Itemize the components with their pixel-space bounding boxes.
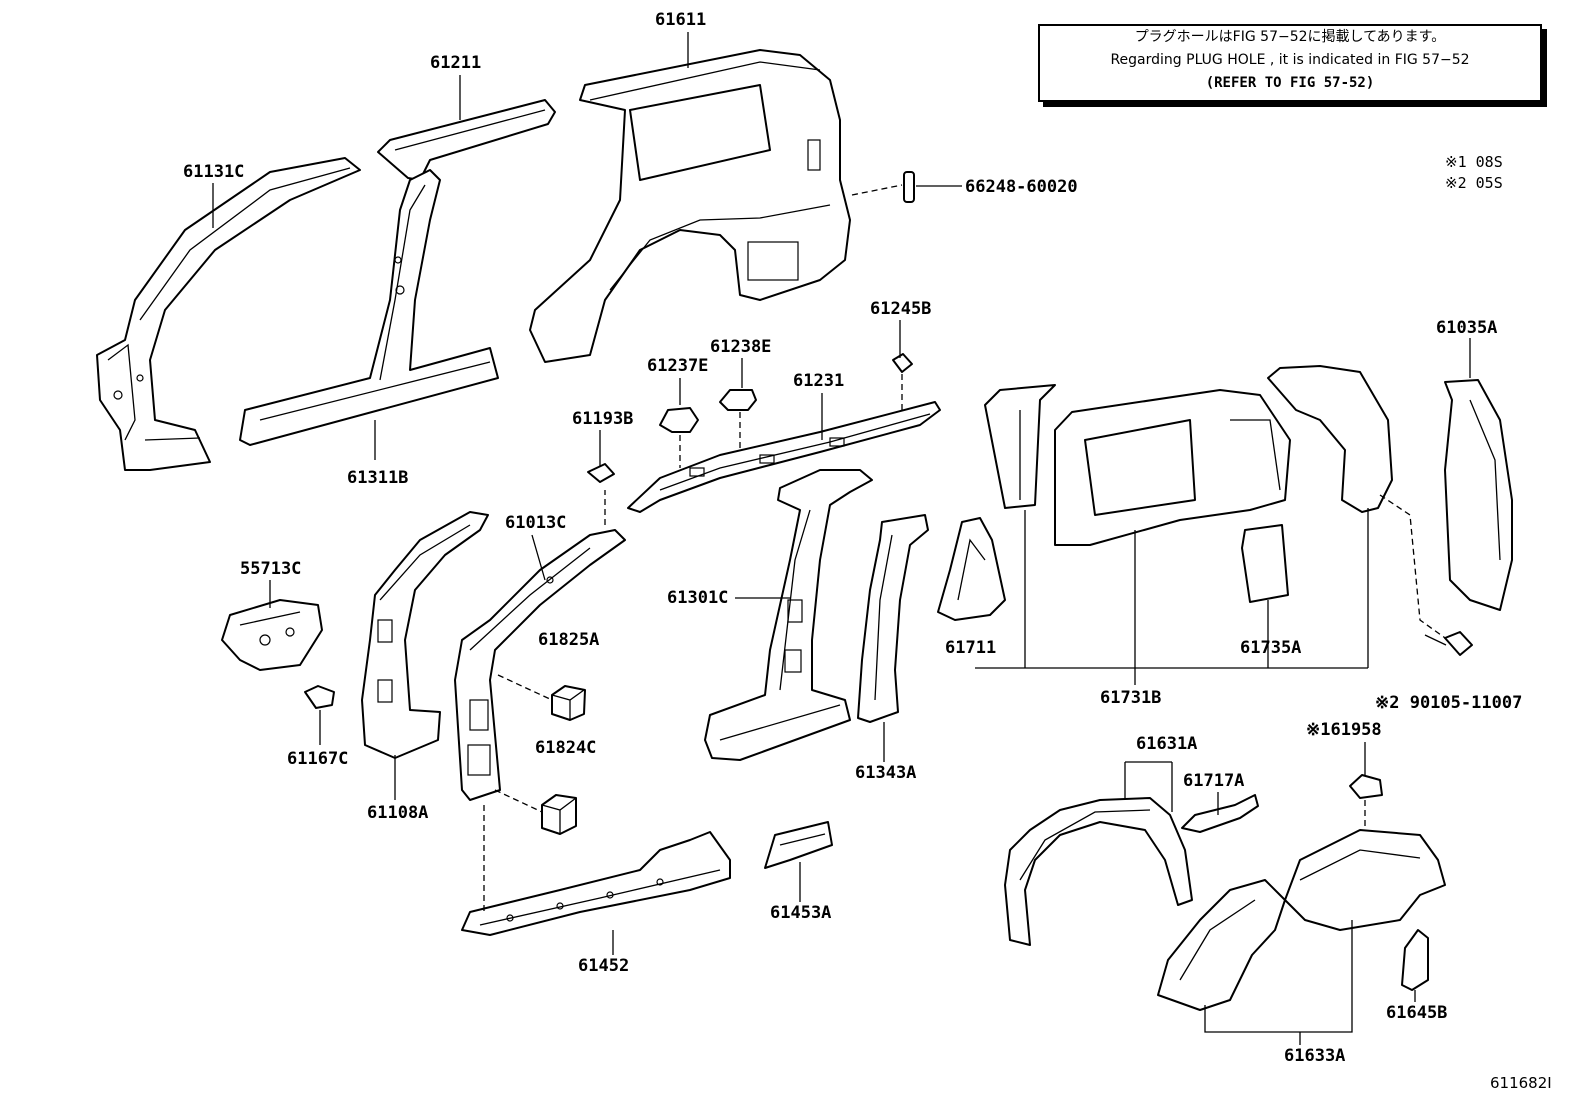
part-61108a-drawing [361, 511, 489, 759]
part-label-61611[interactable]: 61611 [655, 10, 707, 30]
part-61167c-drawing [304, 685, 335, 709]
part-61311b-drawing [239, 169, 499, 446]
part-61211-drawing [377, 99, 556, 181]
part-61825a-drawing [497, 674, 586, 721]
part-label-61237e[interactable]: 61237E [647, 356, 709, 376]
part-label-66248-60020[interactable]: 66248-60020 [965, 177, 1078, 197]
note-reference: (REFER TO FIG 57-52) [1205, 75, 1375, 91]
part-label-61108a[interactable]: 61108A [367, 803, 429, 823]
part-label-61238e[interactable]: 61238E [710, 337, 772, 357]
part-label-61311b[interactable]: 61311B [347, 468, 409, 488]
leader-lines [212, 32, 1471, 1045]
part-61035a-drawing [1267, 365, 1513, 641]
part-61238e-drawing [719, 389, 757, 448]
part-label-61193b[interactable]: 61193B [572, 409, 634, 429]
part-66248-drawing [851, 171, 962, 203]
part-label-61245b[interactable]: 61245B [870, 299, 932, 319]
note-japanese: プラグホールはFIG 57−52に掲載してあります。 [1134, 29, 1446, 45]
part-61231-drawing [627, 401, 941, 513]
part-label-61343a[interactable]: 61343A [855, 763, 917, 783]
part-61717a-drawing [1181, 794, 1259, 833]
part-label-61717a[interactable]: 61717A [1183, 771, 1245, 791]
part-55713c-drawing [221, 599, 323, 671]
part-label-61452[interactable]: 61452 [578, 956, 630, 976]
part-61013c-drawing [454, 490, 626, 801]
part-label-61231[interactable]: 61231 [793, 371, 845, 391]
torque-legend: ※1 08S ※2 05S [1445, 152, 1503, 194]
part-61633a-drawing [1157, 829, 1446, 1011]
part-label-61301c[interactable]: 61301C [667, 588, 729, 608]
part-61343a-drawing [857, 514, 929, 723]
legend-item-2: ※2 05S [1445, 174, 1503, 192]
part-61824c-drawing [494, 789, 577, 835]
part-label-61824c[interactable]: 61824C [535, 738, 597, 758]
figure-number: 611682I [1490, 1074, 1552, 1092]
legend-item-1: ※1 08S [1445, 153, 1503, 171]
part-61645b-drawing [1401, 929, 1429, 991]
part-label-61825a[interactable]: 61825A [538, 630, 600, 650]
note-english: Regarding PLUG HOLE , it is indicated in… [1110, 52, 1470, 68]
part-61452-drawing [461, 805, 731, 936]
part-61301c-drawing [704, 469, 873, 761]
part-61611-drawing [529, 49, 851, 363]
part-label-61131c[interactable]: 61131C [183, 162, 245, 182]
part-61453a-drawing [764, 821, 833, 869]
part-label-90105-11007[interactable]: ※2 90105-11007 [1375, 693, 1523, 713]
part-label-61735a[interactable]: 61735A [1240, 638, 1302, 658]
part-61131c-drawing [96, 157, 361, 471]
part-label-61211[interactable]: 61211 [430, 53, 482, 73]
plug-hole-note: プラグホールはFIG 57−52に掲載してあります。 Regarding PLU… [1038, 24, 1542, 102]
part-label-61731b[interactable]: 61731B [1100, 688, 1162, 708]
part-61193b-drawing [587, 463, 615, 483]
part-61731b-drawing [984, 384, 1291, 603]
part-label-61958[interactable]: ※161958 [1306, 720, 1382, 740]
part-label-61013c[interactable]: 61013C [505, 513, 567, 533]
part-label-61631a[interactable]: 61631A [1136, 734, 1198, 754]
part-90105-drawing [1424, 631, 1473, 656]
part-label-61633a[interactable]: 61633A [1284, 1046, 1346, 1066]
part-61631a-drawing [1004, 797, 1193, 946]
part-label-61453a[interactable]: 61453A [770, 903, 832, 923]
part-label-61711[interactable]: 61711 [945, 638, 997, 658]
part-61237e-drawing [659, 407, 699, 468]
part-label-55713c[interactable]: 55713C [240, 559, 302, 579]
part-label-61035a[interactable]: 61035A [1436, 318, 1498, 338]
part-label-61167c[interactable]: 61167C [287, 749, 349, 769]
part-label-61645b[interactable]: 61645B [1386, 1003, 1448, 1023]
part-61711-drawing [937, 517, 1006, 621]
